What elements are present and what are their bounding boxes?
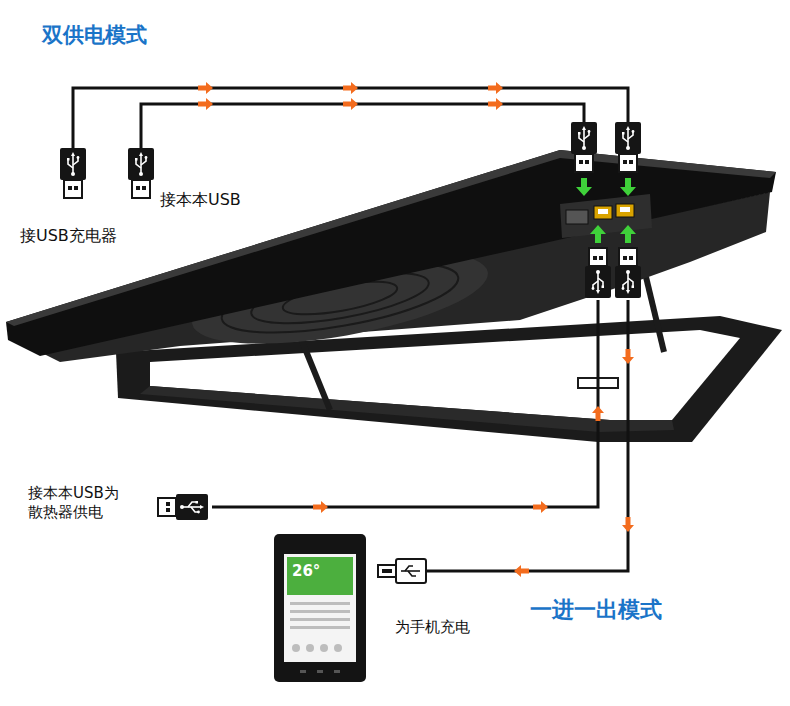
screen-temperature: 26° xyxy=(292,562,320,581)
diagram-title: 双供电模式 xyxy=(42,22,147,48)
mode-heading: 一进一出模式 xyxy=(530,596,662,624)
plug-label: 接本本USB xyxy=(160,190,241,210)
plug-label: 接本本USB为 散热器供电 xyxy=(28,484,132,522)
plug-label: 接USB充电器 xyxy=(20,226,117,246)
phone-label: 为手机充电 xyxy=(395,618,470,637)
